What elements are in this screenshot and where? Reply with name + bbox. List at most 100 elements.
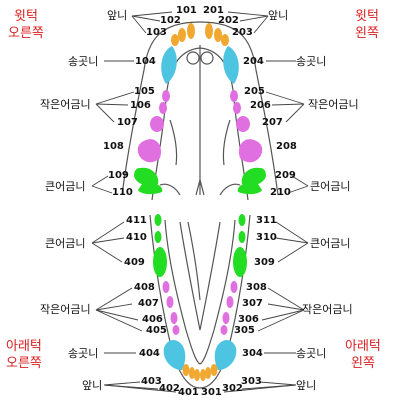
tooth-number-406: 406 [142, 314, 163, 325]
label-lower-right-molar: 큰어금니 [45, 237, 86, 250]
label-upper-left-incisor: 앞니 [268, 9, 289, 22]
tooth-106 [159, 102, 167, 114]
label-lower-left-canine: 송곳니 [296, 347, 327, 360]
quadrant-jaw: 아래턱 [345, 339, 381, 354]
tooth-206 [233, 102, 241, 114]
tooth-404 [163, 340, 186, 370]
tooth-303 [210, 364, 218, 376]
tooth-number-203: 203 [232, 27, 253, 38]
label-upper-right-canine: 송곳니 [68, 55, 99, 68]
quadrant-side: 왼쪽 [355, 25, 379, 41]
label-upper-right-molar: 큰어금니 [45, 180, 86, 193]
label-lower-right-incisor: 앞니 [82, 379, 103, 392]
tooth-109 [134, 167, 159, 186]
lower-premolars [162, 281, 238, 335]
tooth-107 [150, 116, 164, 132]
tooth-number-204: 204 [243, 56, 264, 67]
tooth-number-103: 103 [146, 27, 167, 38]
tooth-number-206: 206 [250, 100, 271, 111]
upper-premolars [137, 90, 263, 163]
quadrant-label-upper-left: 윗턱 왼쪽 [355, 9, 379, 43]
tooth-number-106: 106 [130, 100, 151, 111]
tooth-407 [166, 296, 174, 308]
tooth-105 [162, 90, 170, 102]
label-upper-right-incisor: 앞니 [107, 9, 128, 22]
label-upper-left-canine: 송곳니 [296, 55, 327, 68]
tooth-309 [233, 247, 247, 277]
tooth-number-311: 311 [256, 215, 277, 226]
tooth-402 [189, 367, 195, 379]
upper-incisors [171, 23, 229, 46]
label-lower-left-incisor: 앞니 [296, 379, 317, 392]
quadrant-jaw: 아래턱 [6, 339, 42, 354]
tooth-408 [162, 281, 170, 293]
tooth-number-201: 201 [203, 5, 224, 16]
tooth-108 [137, 139, 162, 163]
tooth-number-205: 205 [244, 86, 265, 97]
tooth-405 [172, 325, 180, 335]
tooth-number-209: 209 [275, 170, 296, 181]
tooth-110 [138, 182, 163, 195]
tooth-204 [223, 46, 239, 84]
lower-arch [149, 214, 251, 389]
tooth-number-409: 409 [124, 257, 145, 268]
tooth-307 [226, 296, 234, 308]
label-lower-left-molar: 큰어금니 [310, 237, 351, 250]
tooth-101 [187, 23, 195, 39]
tooth-number-306: 306 [238, 314, 259, 325]
tooth-410 [154, 231, 162, 243]
tooth-number-301: 301 [201, 387, 222, 398]
tooth-number-411: 411 [126, 215, 147, 226]
tooth-207 [236, 116, 250, 132]
tooth-209 [241, 167, 266, 186]
tooth-205 [230, 90, 238, 102]
tooth-308 [230, 281, 238, 293]
quadrant-label-upper-right: 윗턱 오른쪽 [8, 9, 44, 43]
label-upper-left-premolar: 작은어금니 [308, 98, 359, 111]
tooth-number-403: 403 [141, 376, 162, 387]
tooth-number-104: 104 [135, 56, 156, 67]
tooth-number-303: 303 [241, 376, 262, 387]
tooth-number-208: 208 [276, 141, 297, 152]
tooth-number-109: 109 [108, 170, 129, 181]
label-upper-right-premolar: 작은어금니 [40, 98, 91, 111]
tooth-number-202: 202 [218, 15, 239, 26]
quadrant-side: 오른쪽 [8, 25, 44, 41]
tooth-number-305: 305 [234, 325, 255, 336]
tooth-102 [178, 28, 186, 42]
tooth-number-310: 310 [256, 232, 277, 243]
label-lower-right-premolar: 작은어금니 [40, 303, 91, 316]
tooth-number-101: 101 [176, 5, 197, 16]
tooth-305 [220, 325, 228, 335]
tooth-number-309: 309 [254, 257, 275, 268]
tooth-208 [238, 139, 263, 163]
quadrant-jaw: 윗턱 [355, 9, 379, 24]
upper-molars [134, 167, 266, 195]
tooth-number-402: 402 [159, 383, 180, 394]
quadrant-jaw: 윗턱 [13, 9, 38, 24]
tooth-409 [153, 247, 167, 277]
tooth-403 [182, 364, 190, 376]
tooth-306 [222, 312, 230, 324]
lower-incisors [182, 364, 218, 381]
quadrant-side: 오른쪽 [6, 355, 42, 371]
tooth-number-210: 210 [270, 187, 291, 198]
tooth-202 [214, 28, 222, 42]
tooth-number-307: 307 [242, 298, 263, 309]
tooth-number-110: 110 [112, 187, 133, 198]
tooth-411 [154, 214, 162, 226]
tooth-number-401: 401 [178, 387, 199, 398]
quadrant-label-lower-right: 아래턱 오른쪽 [6, 339, 42, 373]
tooth-number-102: 102 [160, 15, 181, 26]
tooth-406 [170, 312, 178, 324]
tooth-304 [214, 340, 237, 370]
label-lower-left-premolar: 작은어금니 [302, 303, 353, 316]
tooth-203 [221, 34, 229, 46]
tooth-number-405: 405 [146, 325, 167, 336]
tooth-number-407: 407 [138, 298, 159, 309]
tooth-number-105: 105 [134, 86, 155, 97]
tooth-number-207: 207 [262, 117, 283, 128]
quadrant-side: 왼쪽 [350, 355, 375, 371]
